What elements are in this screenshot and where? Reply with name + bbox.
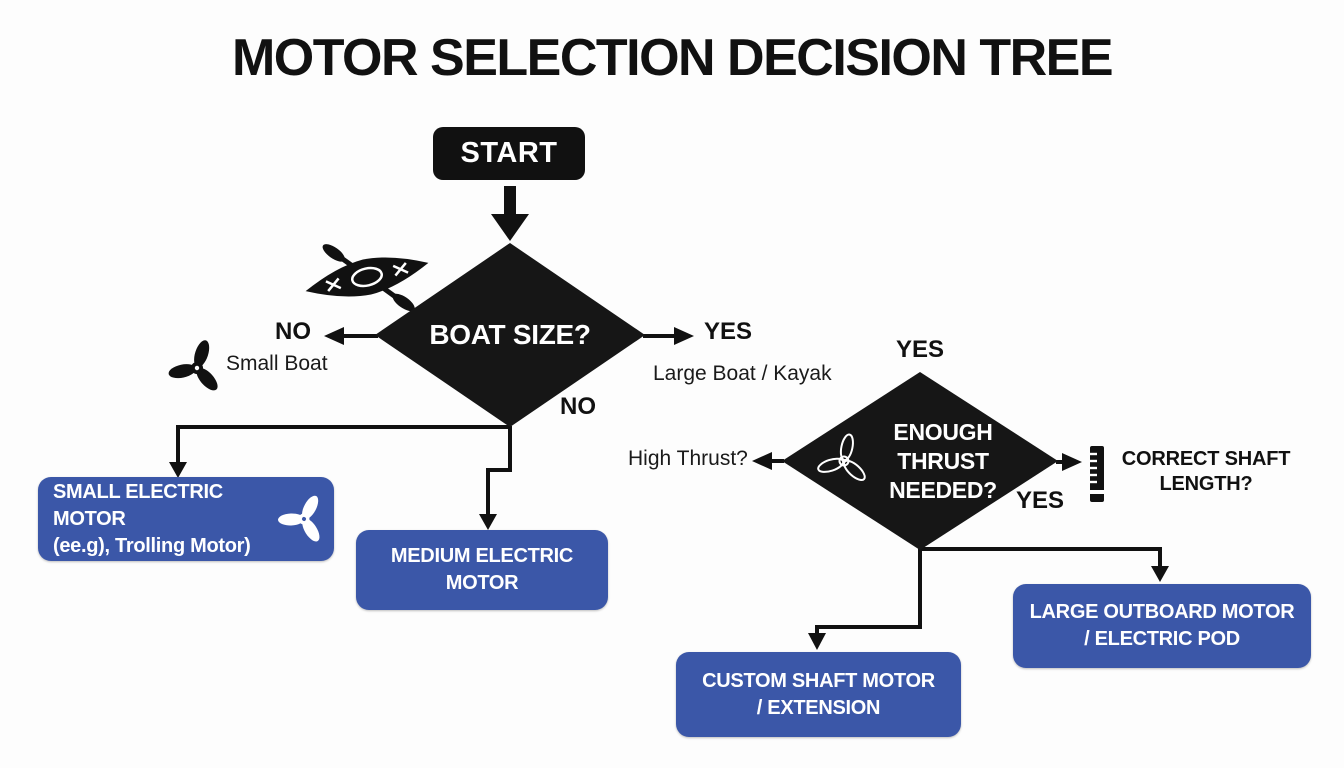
decision-enough-thrust-label: ENOUGH THRUST NEEDED? bbox=[889, 418, 997, 503]
start-label: START bbox=[460, 137, 558, 169]
branch-note-correct-shaft-length: CORRECT SHAFT LENGTH? bbox=[1121, 448, 1291, 495]
branch-note-small-boat: Small Boat bbox=[226, 352, 328, 375]
result-medium-electric-motor: MEDIUM ELECTRIC MOTOR bbox=[356, 530, 608, 610]
result-large-outboard-motor-label: LARGE OUTBOARD MOTOR / ELECTRIC POD bbox=[1029, 601, 1295, 650]
branch-label-yes-right: YES bbox=[703, 318, 753, 345]
branch-label-yes-top: YES bbox=[895, 336, 945, 363]
connector-boat-size-no bbox=[324, 327, 378, 345]
page-title: MOTOR SELECTION DECISION TREE bbox=[231, 29, 1114, 87]
propeller-icon bbox=[817, 433, 866, 481]
kayak-icon bbox=[305, 244, 429, 312]
result-medium-electric-motor-label: MEDIUM ELECTRIC MOTOR bbox=[390, 545, 574, 594]
branch-label-no-bottom: NO bbox=[560, 393, 596, 420]
branch-label-yes-bottom-right: YES bbox=[1015, 487, 1065, 514]
result-small-electric-motor: SMALL ELECTRIC MOTOR (ee.g), Trolling Mo… bbox=[38, 477, 334, 561]
start-node: START bbox=[433, 127, 585, 180]
result-custom-shaft-motor-label: CUSTOM SHAFT MOTOR / EXTENSION bbox=[702, 669, 935, 719]
connector-start-to-boat-size bbox=[491, 186, 529, 241]
propeller-icon bbox=[278, 495, 320, 542]
connector-enough-thrust-right bbox=[1056, 453, 1082, 471]
result-large-outboard-motor: LARGE OUTBOARD MOTOR / ELECTRIC POD bbox=[1013, 584, 1311, 668]
connector-to-medium-electric bbox=[479, 426, 512, 530]
result-custom-shaft-motor: CUSTOM SHAFT MOTOR / EXTENSION bbox=[676, 652, 961, 737]
propeller-icon bbox=[168, 340, 218, 391]
connector-boat-size-yes bbox=[643, 327, 694, 345]
decision-boat-size-label: BOAT SIZE? bbox=[429, 319, 591, 350]
result-small-electric-motor-label: SMALL ELECTRIC MOTOR (ee.g), Trolling Mo… bbox=[53, 480, 251, 557]
connector-to-custom-shaft bbox=[808, 548, 922, 650]
connector-to-small-electric bbox=[169, 425, 510, 478]
connector-to-large-outboard bbox=[920, 547, 1169, 582]
branch-note-high-thrust: High Thrust? bbox=[628, 447, 748, 470]
ruler-icon bbox=[1090, 446, 1104, 502]
branch-label-no-left: NO bbox=[275, 318, 311, 345]
branch-note-large-boat-kayak: Large Boat / Kayak bbox=[653, 362, 832, 385]
connector-enough-thrust-left bbox=[752, 452, 784, 470]
